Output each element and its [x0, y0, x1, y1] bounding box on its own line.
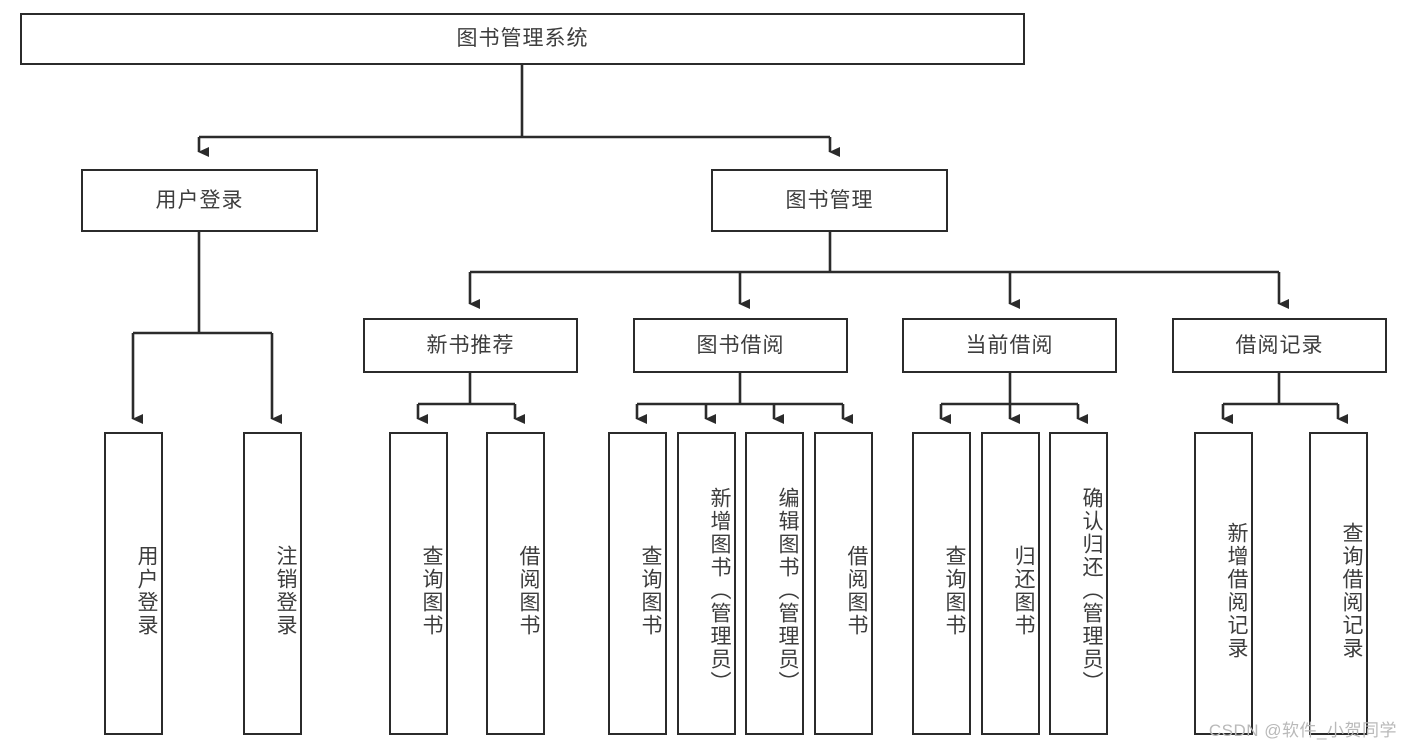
node-label: 编辑图书（管理员）: [776, 487, 799, 694]
node-label: 查询借阅记录: [1340, 521, 1363, 660]
node-new-book-recommend[interactable]: 新书推荐: [363, 318, 578, 373]
node-label: 查询图书: [420, 544, 443, 637]
node-label: 借阅记录: [1235, 333, 1324, 357]
node-root-system[interactable]: 图书管理系统: [20, 13, 1025, 65]
node-label: 图书管理系统: [456, 27, 589, 51]
node-current-borrow[interactable]: 当前借阅: [902, 318, 1117, 373]
node-label: 查询图书: [943, 544, 966, 637]
node-label: 新增图书（管理员）: [708, 487, 731, 694]
node-label: 借阅图书: [845, 544, 868, 637]
leaf-recommend-borrow-book[interactable]: 借阅图书: [486, 432, 545, 735]
node-label: 借阅图书: [517, 544, 540, 637]
node-label: 新增借阅记录: [1225, 521, 1248, 660]
node-book-management[interactable]: 图书管理: [711, 169, 948, 232]
leaf-recommend-query-book[interactable]: 查询图书: [389, 432, 448, 735]
leaf-records-add-record[interactable]: 新增借阅记录: [1194, 432, 1253, 735]
node-label: 当前借阅: [965, 333, 1054, 357]
node-label: 归还图书: [1012, 544, 1035, 637]
node-borrow-records[interactable]: 借阅记录: [1172, 318, 1387, 373]
node-label: 图书管理: [785, 188, 874, 212]
leaf-borrow-add-book-admin[interactable]: 新增图书（管理员）: [677, 432, 736, 735]
leaf-records-query-record[interactable]: 查询借阅记录: [1309, 432, 1368, 735]
node-book-borrow[interactable]: 图书借阅: [633, 318, 848, 373]
leaf-borrow-edit-book-admin[interactable]: 编辑图书（管理员）: [745, 432, 804, 735]
leaf-current-return-book[interactable]: 归还图书: [981, 432, 1040, 735]
leaf-user-login[interactable]: 用户登录: [104, 432, 163, 735]
leaf-user-logout[interactable]: 注销登录: [243, 432, 302, 735]
node-label: 用户登录: [155, 188, 244, 212]
node-label: 用户登录: [135, 544, 158, 637]
node-user-login[interactable]: 用户登录: [81, 169, 318, 232]
leaf-borrow-query-book[interactable]: 查询图书: [608, 432, 667, 735]
node-label: 查询图书: [639, 544, 662, 637]
node-label: 注销登录: [274, 544, 297, 637]
node-label: 确认归还（管理员）: [1080, 487, 1103, 694]
leaf-current-query-book[interactable]: 查询图书: [912, 432, 971, 735]
watermark: CSDN @软件_小贺同学: [1208, 721, 1397, 740]
node-label: 图书借阅: [696, 333, 785, 357]
leaf-current-confirm-return-admin[interactable]: 确认归还（管理员）: [1049, 432, 1108, 735]
leaf-borrow-borrow-book[interactable]: 借阅图书: [814, 432, 873, 735]
node-label: 新书推荐: [426, 333, 515, 357]
